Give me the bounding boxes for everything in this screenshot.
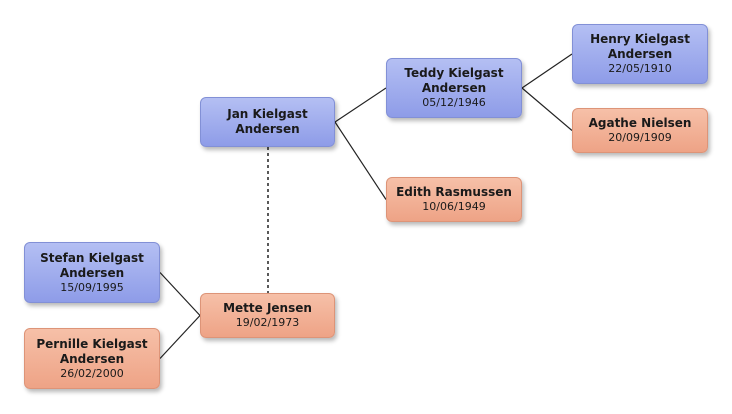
connector-teddy-agathe [521, 87, 573, 131]
person-date: 05/12/1946 [422, 96, 486, 109]
person-name: Agathe Nielsen [588, 116, 692, 130]
person-name: Jan Kielgast Andersen [227, 107, 308, 136]
person-name: Henry Kielgast Andersen [590, 32, 690, 61]
connector-pernille-mette [159, 315, 201, 359]
connector-stefan-mette [159, 272, 201, 316]
person-date: 15/09/1995 [60, 280, 124, 294]
person-name: Stefan Kielgast Andersen [40, 250, 144, 280]
person-name: Edith Rasmussen [396, 185, 512, 199]
person-date: 20/09/1909 [608, 131, 672, 144]
person-date: 22/05/1910 [608, 62, 672, 75]
connector-jan-edith [334, 121, 387, 200]
person-date: 19/02/1973 [235, 316, 300, 329]
person-date: 10/06/1949 [422, 200, 486, 213]
connector-teddy-henry [521, 53, 573, 89]
person-node-jan[interactable]: Jan Kielgast Andersen [200, 97, 335, 147]
connector-jan-teddy [334, 87, 387, 123]
person-date: 26/02/2000 [60, 366, 124, 380]
person-name: Mette Jensen [223, 301, 312, 315]
person-name: Pernille Kielgast Andersen [36, 336, 148, 366]
person-name: Teddy Kielgast Andersen [404, 66, 504, 95]
